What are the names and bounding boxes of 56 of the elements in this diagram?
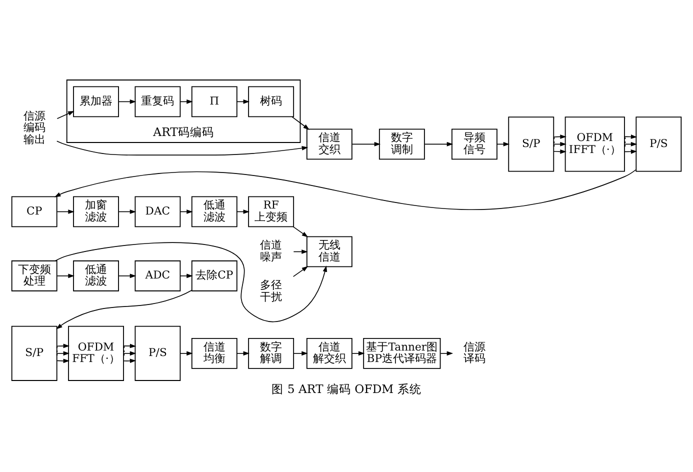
arrow (56, 209, 74, 214)
arrow (123, 343, 136, 348)
arrow (352, 350, 365, 356)
node-text: 多径干扰 (260, 278, 282, 303)
node-box: 基于Tanner图BP迭代译码器 (363, 337, 441, 368)
node-box: P/S (636, 116, 682, 172)
node-box: Π (191, 86, 238, 117)
arrow (56, 140, 308, 156)
node-box: 树码 (248, 86, 294, 117)
arrow (56, 289, 192, 329)
node-box: ADC (134, 260, 181, 291)
arrow (56, 273, 74, 278)
node-box: 低通滤波 (73, 260, 119, 291)
arrow (292, 266, 308, 277)
arrow (123, 350, 136, 356)
node-box: RF 上变频 (248, 196, 294, 227)
node-box: 数字调制 (378, 128, 425, 160)
arrow (292, 226, 308, 237)
node-box: 低通滤波 (191, 196, 238, 227)
node-box: 信道交织 (306, 128, 352, 160)
node-text: 信源编码输出 (23, 109, 46, 146)
node-box: 加窗滤波 (73, 196, 119, 227)
node-text: 信源译码 (463, 340, 486, 365)
node-box: 信道解交织 (306, 337, 352, 368)
caption: 图 5 ART 编码 OFDM 系统 (272, 382, 422, 396)
node-box: CP (11, 196, 58, 227)
arrow (56, 350, 70, 356)
arrow (424, 141, 454, 146)
node-box: P/S (134, 325, 181, 380)
node-box: 数字解调 (248, 337, 294, 368)
node-box: 去除CP (191, 260, 238, 291)
arrow (236, 350, 250, 356)
arrow (118, 98, 136, 104)
arrow (553, 148, 566, 154)
node-text: 信道噪声 (260, 238, 282, 263)
arrow (293, 350, 308, 356)
node-box: 导频信号 (451, 128, 498, 160)
arrow (56, 358, 70, 363)
arrow (180, 350, 193, 356)
node-box: 信道均衡 (191, 337, 238, 368)
arrow (56, 343, 70, 348)
arrow (118, 209, 136, 214)
arrow (292, 116, 310, 130)
arrow (440, 350, 454, 356)
node-box: 无线信道 (306, 236, 352, 267)
arrow (55, 242, 328, 322)
arrow (56, 110, 74, 118)
node-box: 重复码 (134, 86, 181, 117)
arrow (352, 141, 381, 146)
node-box: 累加器 (73, 86, 119, 117)
arrow (123, 358, 136, 363)
node-box: 下变频处理 (11, 260, 58, 291)
arrow (118, 273, 136, 278)
node-box: DAC (134, 196, 181, 227)
arrow (180, 273, 193, 278)
arrow (54, 168, 636, 210)
